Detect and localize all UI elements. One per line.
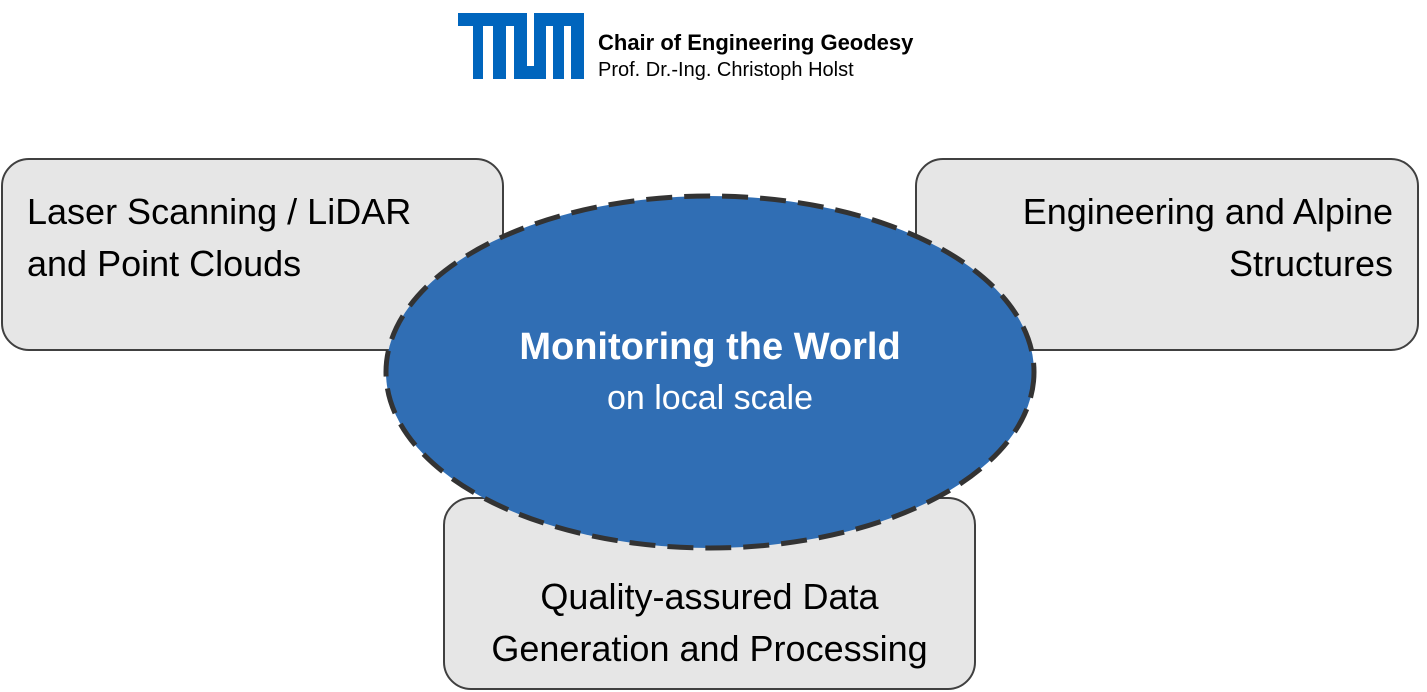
tum-logo-mark	[458, 13, 584, 79]
box-engineering-structures-text: Engineering and Alpine Structures	[917, 186, 1393, 290]
header-text: Chair of Engineering Geodesy Prof. Dr.-I…	[598, 29, 913, 83]
center-title: Monitoring the World	[519, 326, 901, 368]
center-ellipse-shape	[383, 193, 1037, 551]
box-laser-scanning-line-2: and Point Clouds	[27, 243, 302, 284]
tum-logo	[458, 13, 584, 79]
box-engineering-structures-line-1: Engineering and Alpine	[1022, 191, 1393, 232]
center-ellipse	[383, 193, 1037, 551]
professor-name: Prof. Dr.-Ing. Christoph Holst	[598, 59, 854, 81]
chair-name: Chair of Engineering Geodesy	[598, 30, 914, 55]
box-data-processing-line-1: Quality-assured Data	[540, 576, 879, 617]
box-data-processing-text: Quality-assured Data Generation and Proc…	[445, 571, 974, 675]
box-engineering-structures-line-2: Structures	[1228, 243, 1393, 284]
box-data-processing-line-2: Generation and Processing	[491, 628, 928, 669]
box-laser-scanning-text: Laser Scanning / LiDAR and Point Clouds	[27, 186, 502, 290]
center-subtitle: on local scale	[606, 379, 813, 417]
box-laser-scanning-line-1: Laser Scanning / LiDAR	[27, 191, 412, 232]
center-text: Monitoring the World on local scale	[384, 322, 1036, 424]
box-laser-scanning: Laser Scanning / LiDAR and Point Clouds	[1, 158, 504, 351]
